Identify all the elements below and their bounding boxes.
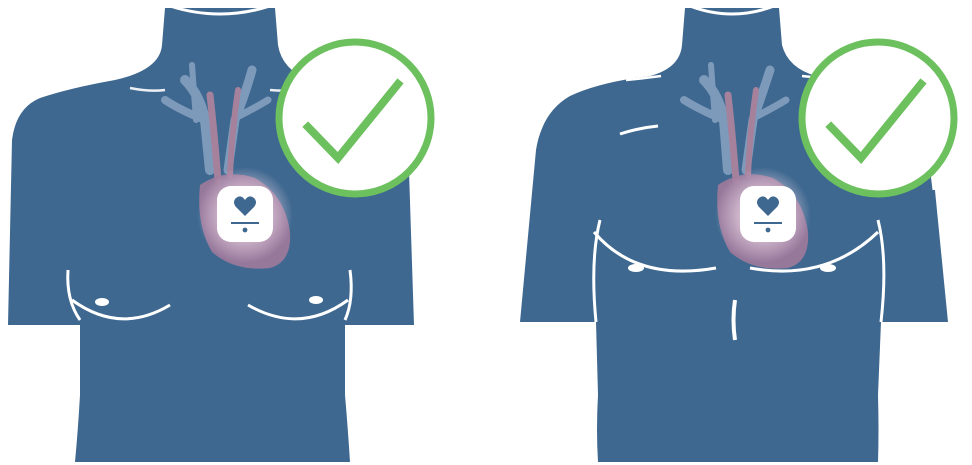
heart-monitor-device	[740, 186, 796, 242]
approved-badge	[279, 42, 431, 194]
torso-illustration-right	[486, 0, 972, 465]
figure-panel-left	[0, 0, 486, 465]
approved-badge	[802, 42, 954, 194]
figure-panel-right	[486, 0, 972, 465]
torso-illustration-left	[0, 0, 486, 465]
heart-monitor-device	[217, 186, 273, 242]
